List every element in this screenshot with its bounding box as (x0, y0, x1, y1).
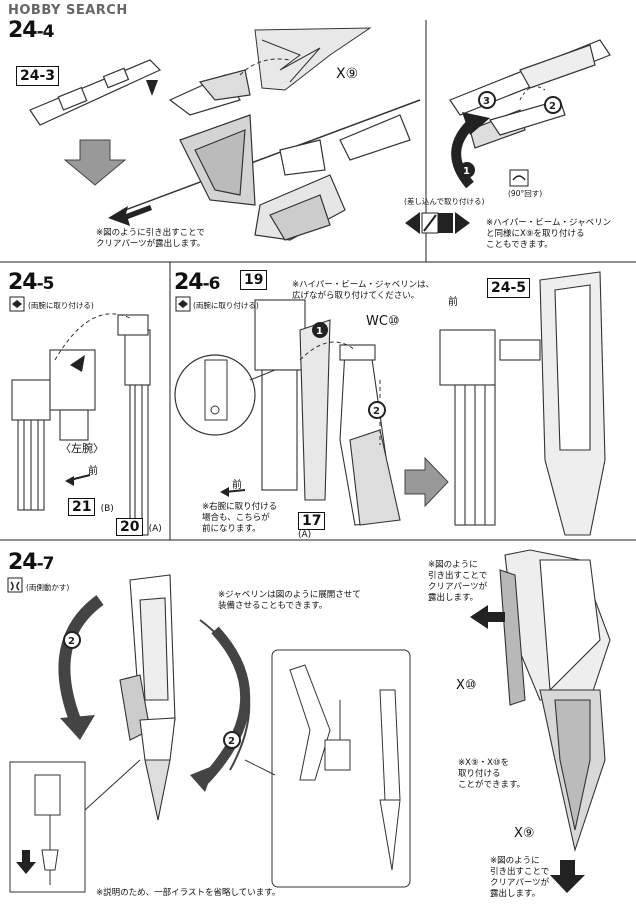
weapon-right-assembly (449, 39, 611, 149)
javelin-24-7 (119, 574, 176, 821)
watermark-logo: HOBBY SEARCH (8, 3, 128, 18)
step-sub: -4 (36, 22, 55, 42)
step-header-24-5: 24-5 (8, 270, 55, 295)
arm-assembly-final (439, 271, 606, 536)
step-header-24-6: 24-6 (174, 270, 221, 295)
note-javelin-deploy: ※ジャベリンは図のように展開させて 装備させることもできます。 (218, 590, 361, 611)
arm-assembly-24-5 (11, 314, 151, 536)
arm-assembly-24-6 (254, 299, 401, 526)
move-icon-24-7 (7, 577, 23, 593)
part-20: 20 (A) (116, 516, 162, 536)
part-sub: (B) (100, 504, 114, 514)
step-header-24-7: 24-7 (8, 550, 55, 575)
part-sub: (A) (298, 530, 312, 540)
step-num: 24 (8, 270, 38, 295)
part-number: 21 (68, 498, 96, 516)
wing-clear-parts (499, 549, 611, 853)
attach-icon-24-6 (175, 296, 191, 312)
step-num: 24 (8, 18, 38, 43)
step-sub: -6 (202, 274, 221, 294)
note-attach-x9-x10: ※X⑨・X⑩を 取り付ける ことができます。 (458, 758, 526, 790)
turn-icon (509, 169, 529, 187)
pull-arrow-down (550, 860, 585, 893)
part-number: 20 (116, 518, 144, 536)
pull-arrow (108, 205, 152, 226)
ref-box-24-5: 24-5 (487, 278, 531, 298)
attach-icon-24-5 (9, 296, 25, 312)
step-num: 24 (174, 270, 204, 295)
note-attach-x9: ※ハイパー・ビーム・ジャベリン と同様にX⑨を取り付ける こともできます。 (486, 218, 612, 250)
ref-box-19: 19 (240, 270, 268, 290)
step-number-markers: 1 2 3 (459, 91, 562, 178)
swing-arrow-2a (58, 595, 104, 723)
part-number: ⑨ (345, 66, 359, 82)
step-header-24-4: 24-4 (8, 18, 55, 43)
note-clear-parts-bottom: ※図のように 引き出すことで クリアパーツが 露出します。 (490, 856, 550, 899)
part-17: 17 (A) (298, 510, 326, 540)
icon-label-24-7: (両側動かす) (26, 583, 70, 592)
part-wc10: WC⑩ (366, 314, 400, 329)
left-arm-label: 〈左腕〉 (60, 442, 104, 455)
svg-text:2: 2 (68, 636, 75, 647)
part-number: 17 (298, 512, 326, 530)
insert-label: (差し込んで取り付ける) (404, 197, 485, 206)
part-sub: (A) (148, 524, 162, 534)
pull-arrow-left (470, 605, 505, 629)
note-right-arm: ※右腕に取り付ける 場合も、こちらが 前になります。 (202, 502, 278, 534)
step-num: 24 (8, 550, 38, 575)
part-label-x10: X⑩ (456, 678, 477, 693)
part-label-x9: X⑨ (336, 66, 358, 82)
assembled-weapon (119, 99, 421, 241)
note-javelin-spread: ※ハイパー・ビーム・ジャベリンは、 広げながら取り付けてください。 (292, 280, 435, 301)
svg-text:2: 2 (373, 406, 380, 417)
part-letter: WC (366, 314, 388, 329)
icon-label-24-6: (両腕に取り付ける) (193, 301, 259, 310)
part-label-x9-b: X⑨ (514, 826, 535, 841)
svg-text:3: 3 (483, 96, 490, 107)
svg-text:1: 1 (463, 166, 470, 177)
note-clear-parts: ※図のように引き出すことで クリアパーツが露出します。 (96, 228, 206, 249)
part-number: ⑩ (387, 314, 400, 329)
front-label-24-6: 前 (232, 480, 242, 491)
clear-part-x9 (254, 27, 372, 91)
down-arrow-large (63, 139, 127, 186)
part-21: 21 (B) (68, 496, 114, 516)
svg-text:1: 1 (316, 326, 323, 337)
svg-text:2: 2 (549, 101, 556, 112)
weapon-barrel-small (29, 59, 251, 126)
svg-text:2: 2 (228, 736, 235, 747)
note-clear-parts-top: ※図のように 引き出すことで クリアパーツが 露出します。 (428, 560, 488, 603)
front-label-24-6b: 前 (448, 297, 458, 308)
note-illustration-omitted: ※説明のため、一部イラストを省略しています。 (96, 888, 281, 898)
right-arrow-large (404, 456, 449, 508)
swing-arrow-2b (201, 626, 250, 784)
step-sub: -7 (36, 554, 55, 574)
icon-label-24-5: (両腕に取り付ける) (28, 301, 94, 310)
turn-label: (90°回す) (508, 189, 543, 198)
front-label: 前 (88, 466, 98, 477)
step-sub: -5 (36, 274, 55, 294)
part-letter: X (336, 66, 346, 82)
insert-icon (405, 212, 470, 234)
ref-box-24-3: 24-3 (16, 66, 60, 86)
